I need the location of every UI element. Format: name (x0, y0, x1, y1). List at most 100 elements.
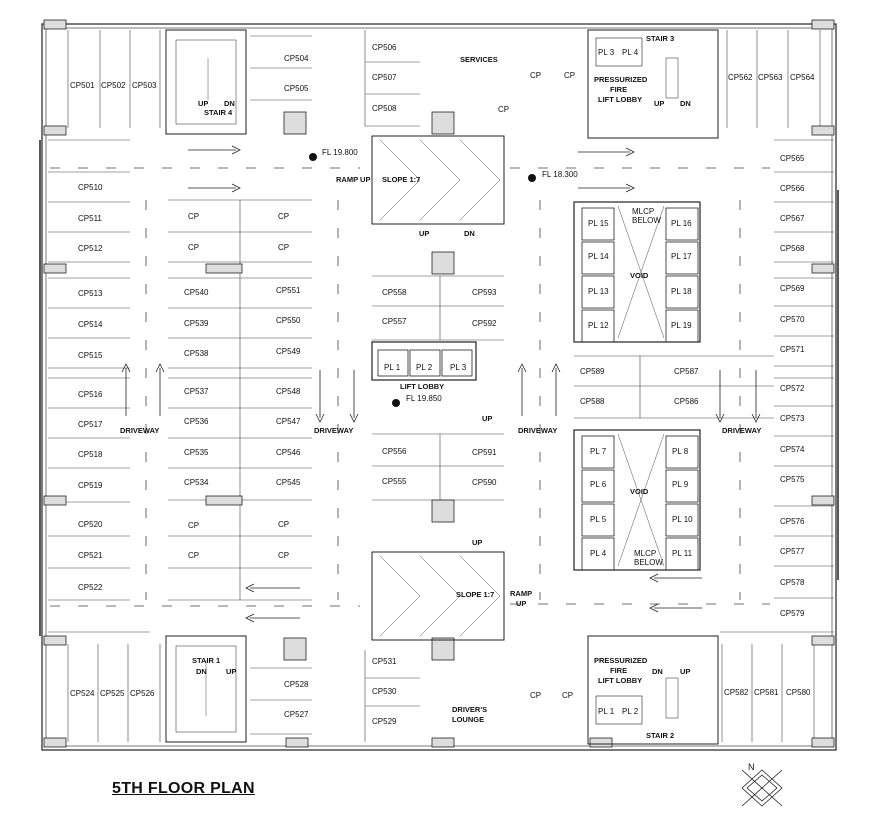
stall-lines (48, 30, 834, 742)
cp-label: CP527 (284, 710, 309, 719)
page-title: 5TH FLOOR PLAN (112, 780, 255, 797)
drivers-lounge-label: DRIVER'S (452, 705, 487, 714)
cp-label: CP (278, 520, 289, 529)
up-label: UP (226, 667, 236, 676)
cp-label: CP (498, 105, 509, 114)
cp-label: CP578 (780, 578, 805, 587)
driveway-label: DRIVEWAY (518, 426, 557, 435)
cp-label: CP537 (184, 387, 209, 396)
cp-label: CP529 (372, 717, 397, 726)
ramps (371, 135, 505, 641)
cp-label: CP (278, 212, 289, 221)
up-label: UP (472, 538, 482, 547)
lift-labels: PL 3 PL 4 PL 1 PL 2 PL 1 PL 2 PL 3 PL 15… (384, 48, 693, 716)
stalls-center (250, 30, 774, 742)
lift-label: PL 6 (590, 480, 607, 489)
cp-label: CP591 (472, 448, 497, 457)
driveway-arrows (121, 145, 761, 623)
cp-label: CP518 (78, 450, 103, 459)
cp-label: CP572 (780, 384, 805, 393)
cp-label: CP574 (780, 445, 805, 454)
drivers-lounge-label: LOUNGE (452, 715, 484, 724)
cp-label: CP547 (276, 417, 301, 426)
mlcp-below-label: BELOW (634, 558, 663, 567)
cp-label: CP548 (276, 387, 301, 396)
cp-label: CP526 (130, 689, 155, 698)
lift-label: PL 14 (588, 252, 609, 261)
cp-label: CP562 (728, 73, 753, 82)
stair1-label: STAIR 1 (192, 656, 220, 665)
stalls-col-d (774, 171, 834, 599)
cp-label: CP522 (78, 583, 103, 592)
cp-label: CP589 (580, 367, 605, 376)
slope-label: SLOPE 1:7 (382, 175, 420, 184)
level-label: FL 18.300 (542, 170, 578, 179)
lift-label: PL 1 (384, 363, 401, 372)
cp-label: CP556 (382, 447, 407, 456)
cp-label: CP (188, 212, 199, 221)
cp-label: CP519 (78, 481, 103, 490)
up-label: UP (680, 667, 690, 676)
cp-label: CP555 (382, 477, 407, 486)
cp-label: CP567 (780, 214, 805, 223)
void-label: VOID (630, 487, 649, 496)
cp-label: CP579 (780, 609, 805, 618)
driveway-label: DRIVEWAY (722, 426, 761, 435)
cp-label: CP (562, 691, 573, 700)
cp-label: CP587 (674, 367, 699, 376)
void-label: VOID (630, 271, 649, 280)
mlcp-below-label: MLCP (634, 549, 656, 558)
mlcp-below-label: MLCP (632, 207, 654, 216)
structural-columns (43, 19, 835, 748)
lift-label: PL 19 (671, 321, 692, 330)
cp-label: CP545 (276, 478, 301, 487)
lift-lobby-label: LIFT LOBBY (400, 382, 444, 391)
cp-label: CP588 (580, 397, 605, 406)
parking-labels: CP501 CP502 CP503 CP510 CP511 CP512 CP51… (70, 43, 815, 726)
cp-label: CP549 (276, 347, 301, 356)
cp-label: CP531 (372, 657, 397, 666)
ramp-up-label: RAMP UP (336, 175, 370, 184)
cp-label: CP581 (754, 688, 779, 697)
cp-label: CP536 (184, 417, 209, 426)
cp-label: CP501 (70, 81, 95, 90)
driveway-centerlines (50, 167, 770, 607)
cp-label: CP502 (101, 81, 126, 90)
lift-label: PL 10 (672, 515, 693, 524)
mlcp-below-label: BELOW (632, 216, 661, 225)
driveway-label: DRIVEWAY (120, 426, 159, 435)
cp-label: CP521 (78, 551, 103, 560)
cp-label: CP570 (780, 315, 805, 324)
up-label: UP (198, 99, 208, 108)
level-markers (309, 153, 536, 407)
cp-label: CP546 (276, 448, 301, 457)
lift-label: PL 7 (590, 447, 607, 456)
lift-label: PL 5 (590, 515, 607, 524)
cp-label: CP557 (382, 317, 407, 326)
cp-label: CP534 (184, 478, 209, 487)
dn-label: DN (680, 99, 691, 108)
cp-label: CP586 (674, 397, 699, 406)
cp-label: CP (188, 243, 199, 252)
lift-label: PL 4 (590, 549, 607, 558)
cp-label: CP576 (780, 517, 805, 526)
cp-label: CP571 (780, 345, 805, 354)
cp-label: CP580 (786, 688, 811, 697)
cp-label: CP535 (184, 448, 209, 457)
stalls-col-a (48, 171, 130, 601)
stair2-label: STAIR 2 (646, 731, 674, 740)
cp-label: CP506 (372, 43, 397, 52)
cp-label: CP (188, 551, 199, 560)
cp-label: CP550 (276, 316, 301, 325)
cp-label: CP (278, 243, 289, 252)
stair-cores (165, 29, 719, 745)
lift-cars (377, 207, 699, 571)
cp-label: CP530 (372, 687, 397, 696)
cp-label: CP566 (780, 184, 805, 193)
lift-label: PL 1 (598, 707, 615, 716)
dn-label: DN (224, 99, 235, 108)
cp-label: CP551 (276, 286, 301, 295)
north-compass-icon (741, 769, 783, 807)
cp-label: CP569 (780, 284, 805, 293)
